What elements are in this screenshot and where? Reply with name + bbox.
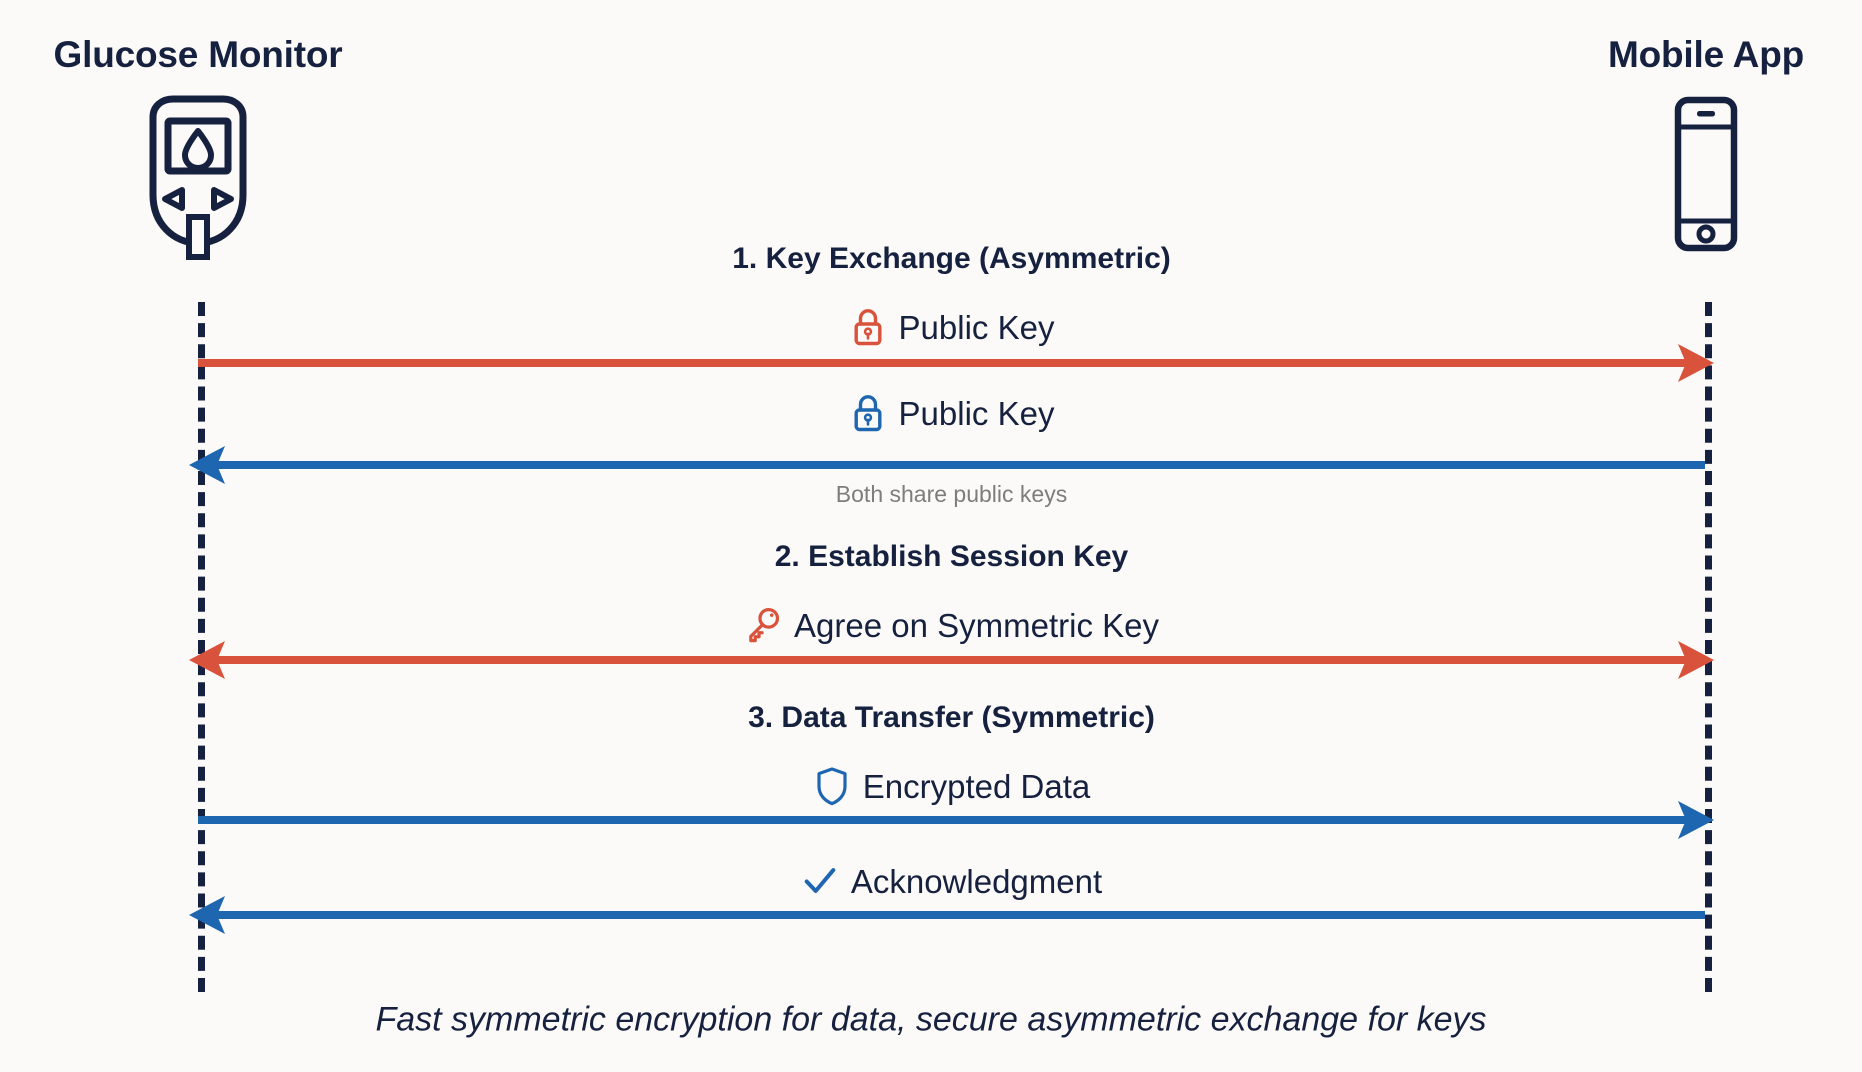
arrow-public-key-out (198, 344, 1714, 382)
section-title-key-exchange: 1. Key Exchange (Asymmetric) (732, 242, 1171, 275)
lifeline-mobile-app (1705, 302, 1712, 992)
arrow-agree-symmetric-key (189, 641, 1714, 679)
arrow-public-key-in (189, 446, 1705, 484)
section-title-session-key: 2. Establish Session Key (774, 540, 1129, 573)
actor-mobile-app: Mobile App (1496, 0, 1862, 265)
message-label-agree-symmetric-key: Agree on Symmetric Key (198, 604, 1705, 646)
message-text-public-key-in: Public Key (898, 394, 1055, 432)
note-both-share-public-keys: Both share public keys (835, 481, 1068, 507)
check-icon (801, 860, 839, 902)
shield-icon (813, 765, 851, 807)
lock-icon (849, 392, 887, 434)
glucose-monitor-icon (0, 95, 408, 265)
message-label-public-key-in: Public Key (198, 392, 1705, 434)
actor-glucose-monitor-label: Glucose Monitor (53, 34, 343, 75)
lock-icon (849, 306, 887, 348)
message-label-public-key-out: Public Key (198, 306, 1705, 348)
actor-glucose-monitor: Glucose Monitor (0, 0, 408, 265)
mobile-phone-icon (1496, 95, 1862, 265)
actor-mobile-app-label: Mobile App (1608, 34, 1804, 75)
message-label-encrypted-data: Encrypted Data (198, 765, 1705, 807)
message-label-acknowledgment: Acknowledgment (198, 860, 1705, 902)
key-icon (744, 604, 782, 646)
message-text-agree-symmetric-key: Agree on Symmetric Key (794, 606, 1159, 644)
message-text-public-key-out: Public Key (898, 308, 1055, 346)
message-text-acknowledgment: Acknowledgment (850, 862, 1103, 900)
message-text-encrypted-data: Encrypted Data (862, 767, 1091, 805)
section-title-data-transfer: 3. Data Transfer (Symmetric) (748, 701, 1155, 734)
footer-caption: Fast symmetric encryption for data, secu… (375, 1000, 1487, 1039)
